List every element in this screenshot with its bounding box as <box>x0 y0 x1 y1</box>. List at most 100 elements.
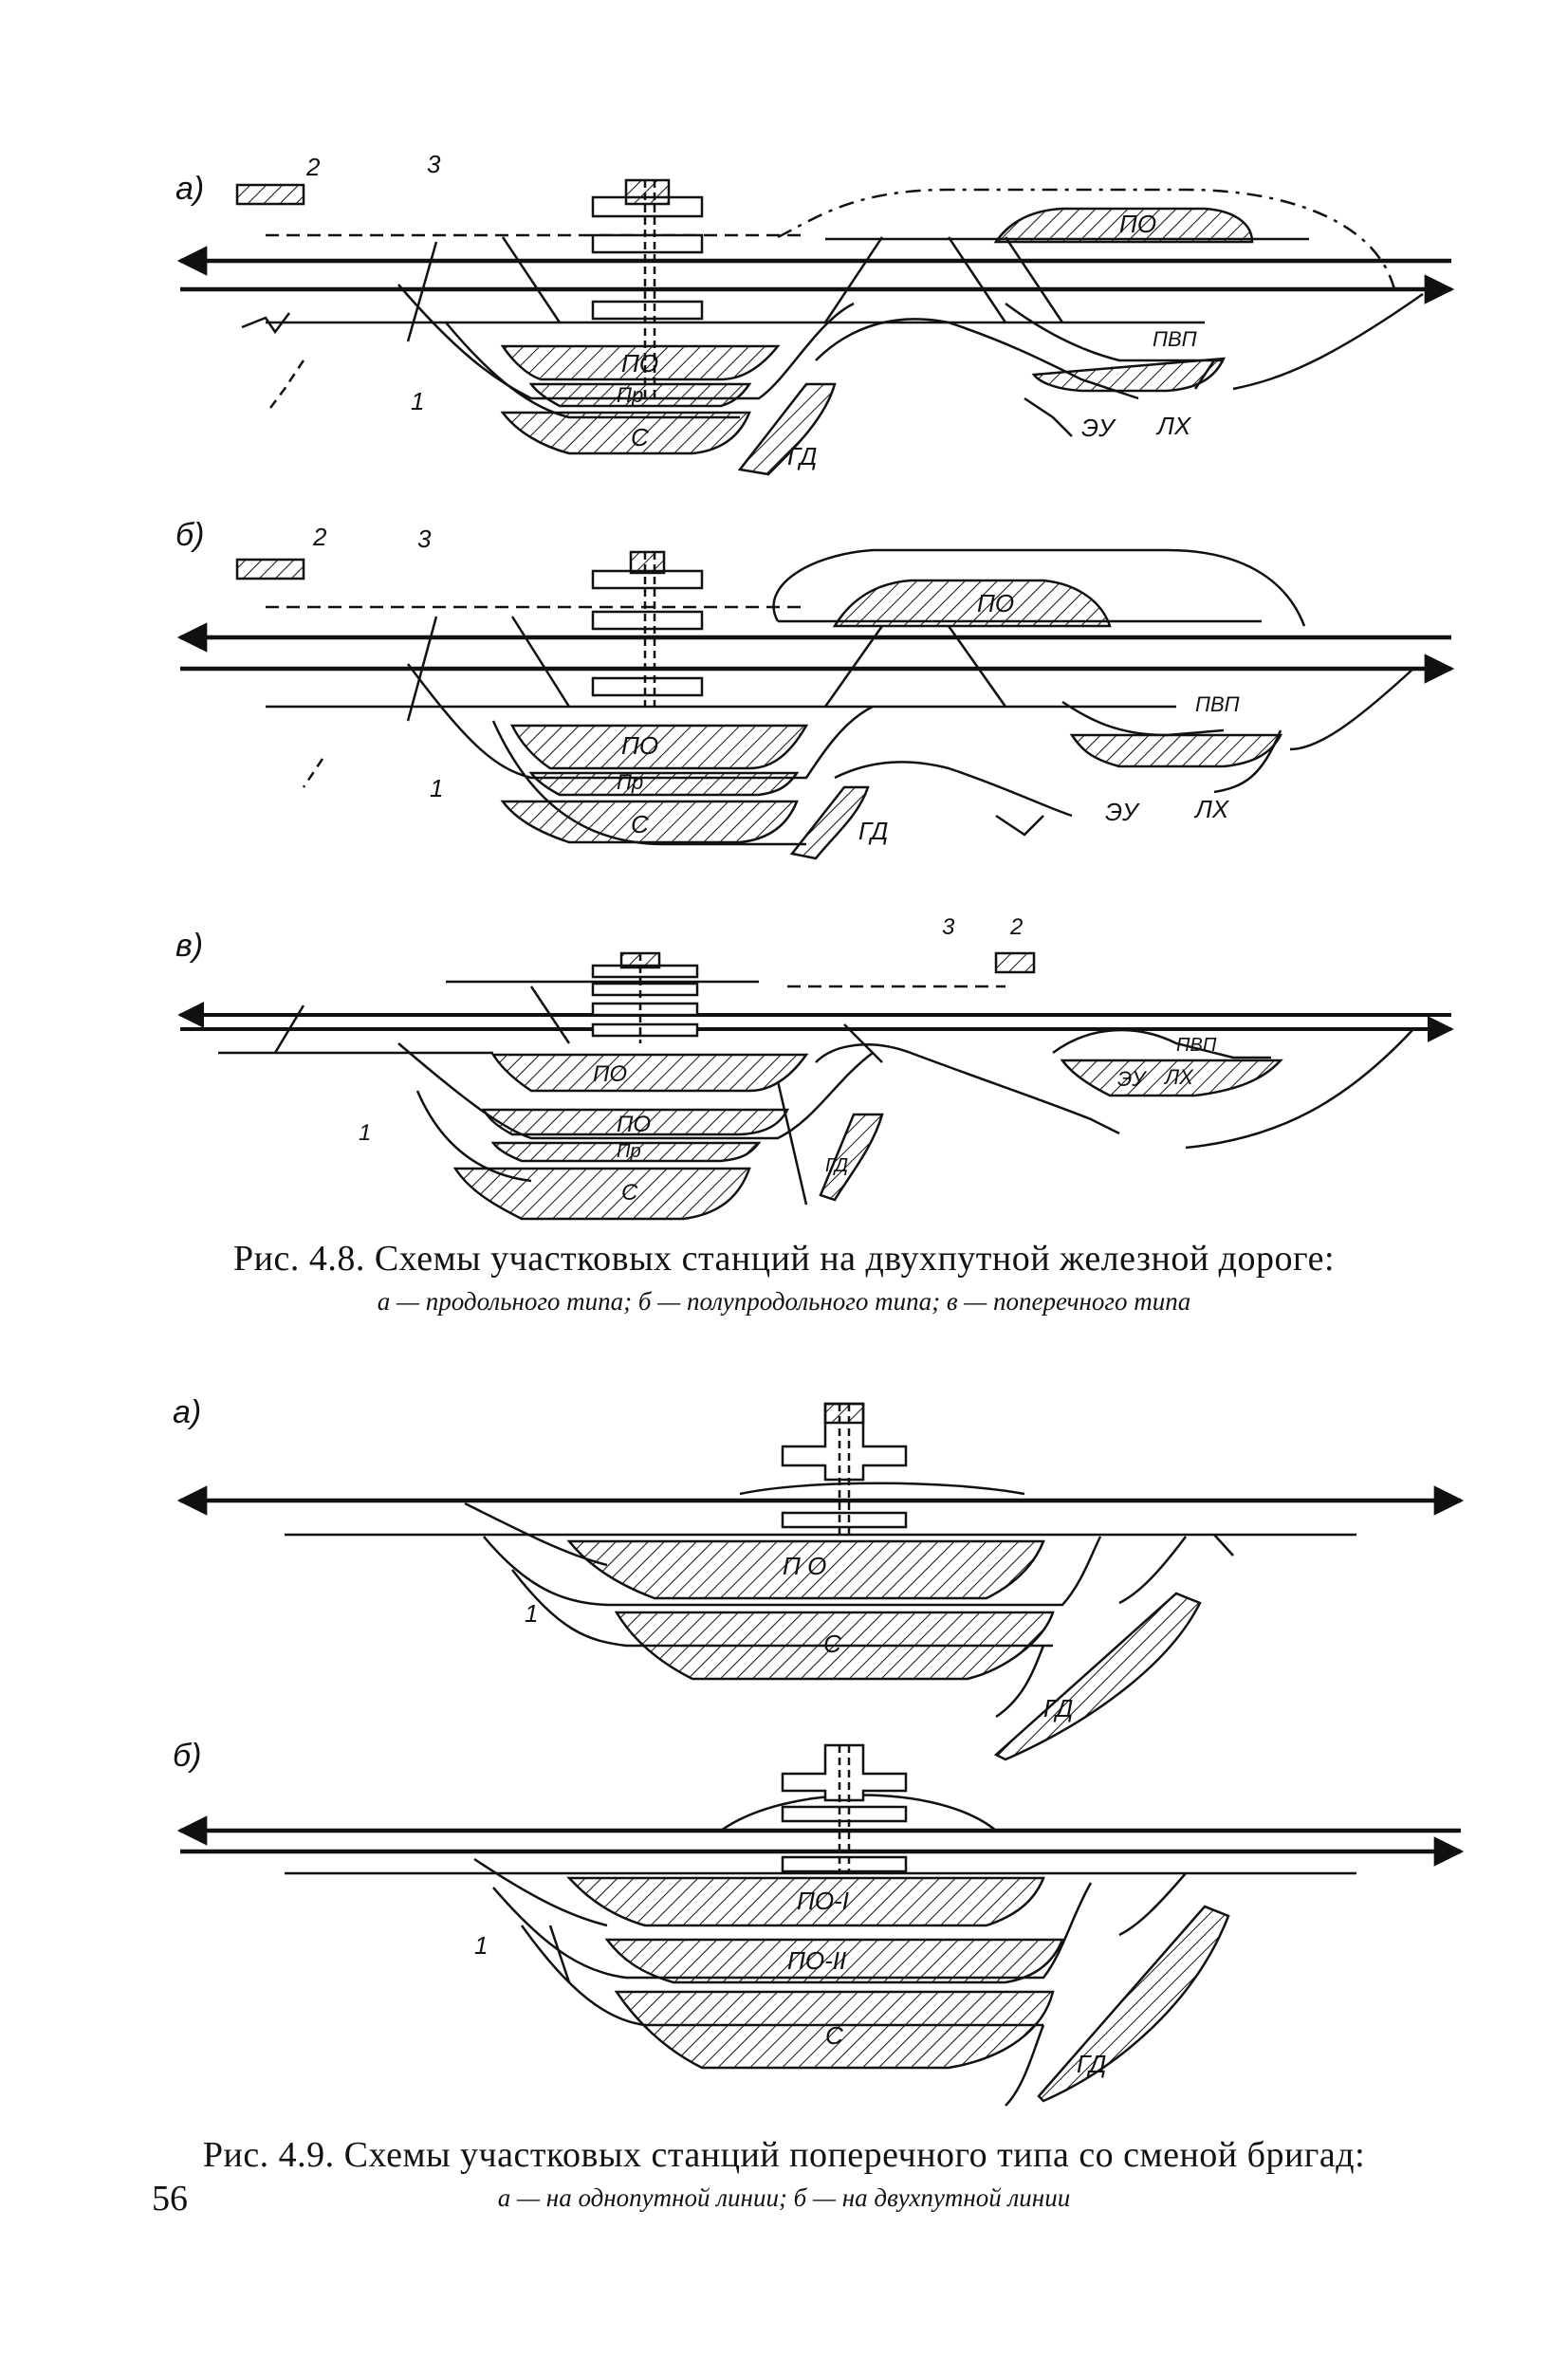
depot-2 <box>235 558 305 580</box>
label-s: С <box>825 2021 843 2050</box>
yard-s <box>500 411 751 455</box>
fig49a-labels: а) 1 П О С ГД <box>173 1394 1073 1722</box>
label-gd: ГД <box>825 1155 848 1176</box>
label-1: 1 <box>359 1120 371 1146</box>
label-2: 2 <box>312 523 327 551</box>
yard-gd <box>993 1592 1202 1761</box>
label-s: С <box>621 1180 638 1206</box>
yard-gd <box>789 785 870 860</box>
figure-4-8-caption: Рис. 4.8. Схемы участковых станций на дв… <box>0 1238 1568 1317</box>
depot-2 <box>235 183 305 206</box>
label-3: 3 <box>942 914 955 940</box>
yard-gd <box>737 382 837 476</box>
fig49b-building <box>781 1743 908 1873</box>
label-lh: ЛХ <box>1155 412 1192 440</box>
yard-lh <box>1031 357 1227 393</box>
fig48a-building <box>591 178 704 398</box>
fig48-panel-c <box>177 980 1454 1206</box>
yard-pr <box>490 1141 762 1163</box>
fig49b-labels: б) 1 ПО-I ПО-II С ГД <box>173 1738 1106 2078</box>
figure-4-9-caption: Рис. 4.9. Схемы участковых станций попер… <box>0 2134 1568 2213</box>
label-1: 1 <box>411 387 424 415</box>
label-3: 3 <box>427 150 441 178</box>
panel-letter: а) <box>173 1394 201 1430</box>
fig48c-labels: в) 2 3 1 ПО ПО Пр С ГД ПВП ЭУ ЛХ <box>175 914 1217 1206</box>
label-gd: ГД <box>858 817 888 845</box>
yard-s <box>452 1167 751 1221</box>
panel-letter: а) <box>175 171 204 207</box>
fig48a-labels: а) 2 3 1 ПО Пр С ГД ПО ПВП ЭУ ЛХ <box>175 150 1197 470</box>
label-s: С <box>631 810 649 838</box>
yard-s <box>614 1990 1055 2070</box>
yard-gd <box>1037 1905 1230 2103</box>
yard-po-mid <box>481 1108 790 1136</box>
fig48b-building <box>591 550 704 711</box>
label-po-mid: ПО <box>617 1112 651 1137</box>
caption-sub: а — на однопутной линии; б — на двухпутн… <box>497 2183 1071 2212</box>
fig48c-building <box>591 951 699 1043</box>
label-2: 2 <box>1009 914 1023 940</box>
label-1: 1 <box>430 774 443 802</box>
label-lh: ЛХ <box>1193 795 1230 823</box>
fig49-panel-b <box>176 1794 1465 2107</box>
label-po: ПО <box>593 1061 627 1087</box>
fig48c-yards <box>452 951 1283 1221</box>
label-pvp: ПВП <box>1195 692 1240 716</box>
label-3: 3 <box>417 525 432 553</box>
label-2: 2 <box>305 153 321 181</box>
label-gd: ГД <box>787 442 817 470</box>
yard-po-top <box>832 579 1112 628</box>
label-po-top: ПО <box>1119 210 1156 238</box>
yard-po-1 <box>566 1876 1045 1927</box>
caption-title: Рис. 4.8. Схемы участковых станций на дв… <box>232 1239 1335 1279</box>
yard-po <box>509 724 809 770</box>
label-po: П О <box>783 1552 826 1580</box>
yard-po-2 <box>604 1938 1064 1984</box>
fig48-panel-a <box>176 188 1455 437</box>
label-pr: Пр <box>617 383 643 407</box>
fig48b-labels: б) 2 3 1 ПО Пр С ГД ПО ПВП ЭУ ЛХ <box>175 517 1240 845</box>
label-1: 1 <box>525 1599 538 1628</box>
fig48a-yards <box>235 183 1254 476</box>
yard-s <box>500 800 799 844</box>
fig49b-yards <box>566 1876 1230 2103</box>
caption-sub: а — продольного типа; б — полупродольног… <box>377 1287 1191 1316</box>
fig49a-building <box>781 1402 908 1537</box>
label-po-1: ПО-I <box>797 1887 849 1915</box>
fig48-panel-b <box>176 548 1455 846</box>
label-eu: ЭУ <box>1105 798 1140 826</box>
label-eu: ЭУ <box>1117 1067 1147 1091</box>
panel-letter: б) <box>173 1738 201 1774</box>
label-s: С <box>631 423 649 451</box>
label-po: ПО <box>621 349 658 378</box>
page-number: 56 <box>152 2179 188 2219</box>
label-po: ПО <box>621 731 658 760</box>
label-po-2: ПО-II <box>787 1946 846 1975</box>
yard-s <box>614 1611 1055 1681</box>
panel-letter: в) <box>175 928 203 964</box>
depot-2 <box>994 951 1036 974</box>
yard-gd <box>819 1113 884 1202</box>
yard-pr <box>528 771 800 797</box>
caption-title: Рис. 4.9. Схемы участковых станций попер… <box>202 2135 1366 2175</box>
yard-po-top <box>993 207 1254 244</box>
label-lh: ЛХ <box>1163 1065 1194 1089</box>
label-s: С <box>823 1630 841 1658</box>
label-pvp: ПВП <box>1153 327 1197 351</box>
label-gd: ГД <box>1077 2050 1106 2078</box>
fig49a-yards <box>566 1539 1202 1761</box>
yard-lh <box>1069 733 1283 768</box>
label-pr: Пр <box>617 1141 641 1162</box>
yard-po <box>490 1053 809 1093</box>
yard-pr <box>528 382 752 408</box>
yard-lh <box>1060 1059 1283 1097</box>
label-po-top: ПО <box>977 589 1014 617</box>
yard-po <box>500 344 781 381</box>
label-eu: ЭУ <box>1081 414 1116 442</box>
fig48b-yards <box>235 558 1283 860</box>
yard-po <box>566 1539 1045 1600</box>
label-pvp: ПВП <box>1176 1035 1217 1056</box>
label-1: 1 <box>474 1931 488 1960</box>
